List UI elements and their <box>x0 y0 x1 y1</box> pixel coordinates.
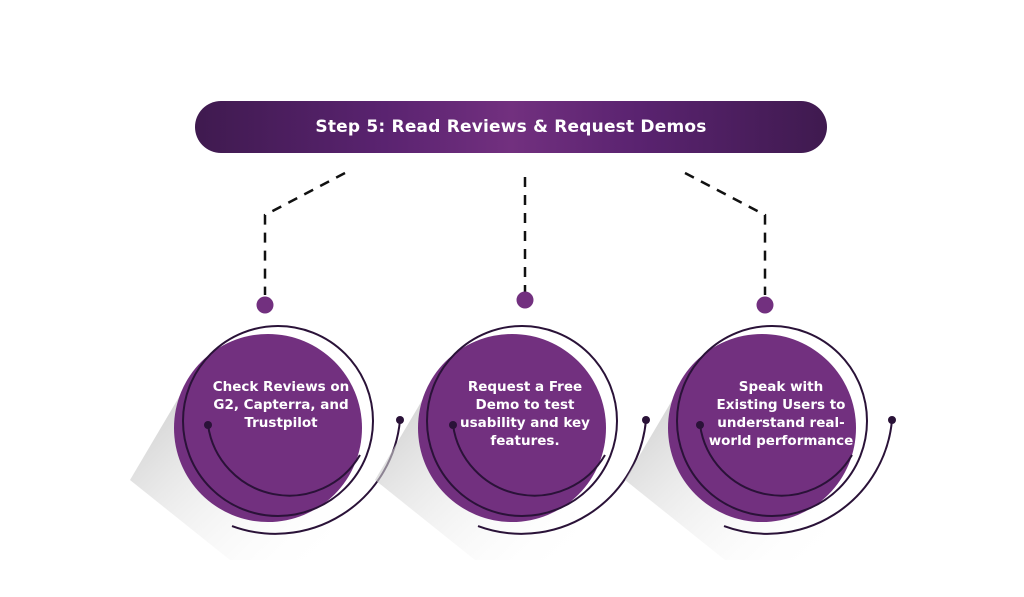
connector-dot-left <box>256 296 274 314</box>
step-inner-arc-3 <box>699 424 853 497</box>
step-outer-arc-3 <box>723 419 893 535</box>
step-inner-arc-2 <box>452 424 606 497</box>
connector-left <box>263 171 346 295</box>
step-outer-arc-2 <box>477 419 647 535</box>
connector-right <box>684 171 767 295</box>
step-outer-arc-dot-3 <box>888 416 896 424</box>
step-inner-arc-dot-3 <box>696 421 704 429</box>
step-circle-group-1 <box>130 325 404 560</box>
connector-dot-right <box>756 296 774 314</box>
step-title-banner: Step 5: Read Reviews & Request Demos <box>195 101 827 153</box>
step-ring-3 <box>676 325 868 517</box>
step-circle-3 <box>668 334 856 522</box>
connector-dot-middle <box>516 291 534 309</box>
step-circle-group-3 <box>625 325 896 560</box>
step-ring-2 <box>426 325 618 517</box>
step-ring-1 <box>182 325 374 517</box>
step-title: Step 5: Read Reviews & Request Demos <box>315 117 707 137</box>
step-circle-1 <box>174 334 362 522</box>
step-inner-arc-1 <box>207 424 361 497</box>
step-text-1: Check Reviews on G2, Capterra, and Trust… <box>212 379 350 431</box>
step-inner-arc-dot-1 <box>204 421 212 429</box>
step-inner-arc-dot-2 <box>449 421 457 429</box>
step-circle-group-2 <box>375 325 650 560</box>
step-outer-arc-dot-2 <box>642 416 650 424</box>
step-circle-2 <box>418 334 606 522</box>
step-text-2: Request a Free Demo to test usability an… <box>460 379 590 449</box>
step-outer-arc-dot-1 <box>396 416 404 424</box>
step-text-3: Speak with Existing Users to understand … <box>708 379 854 449</box>
